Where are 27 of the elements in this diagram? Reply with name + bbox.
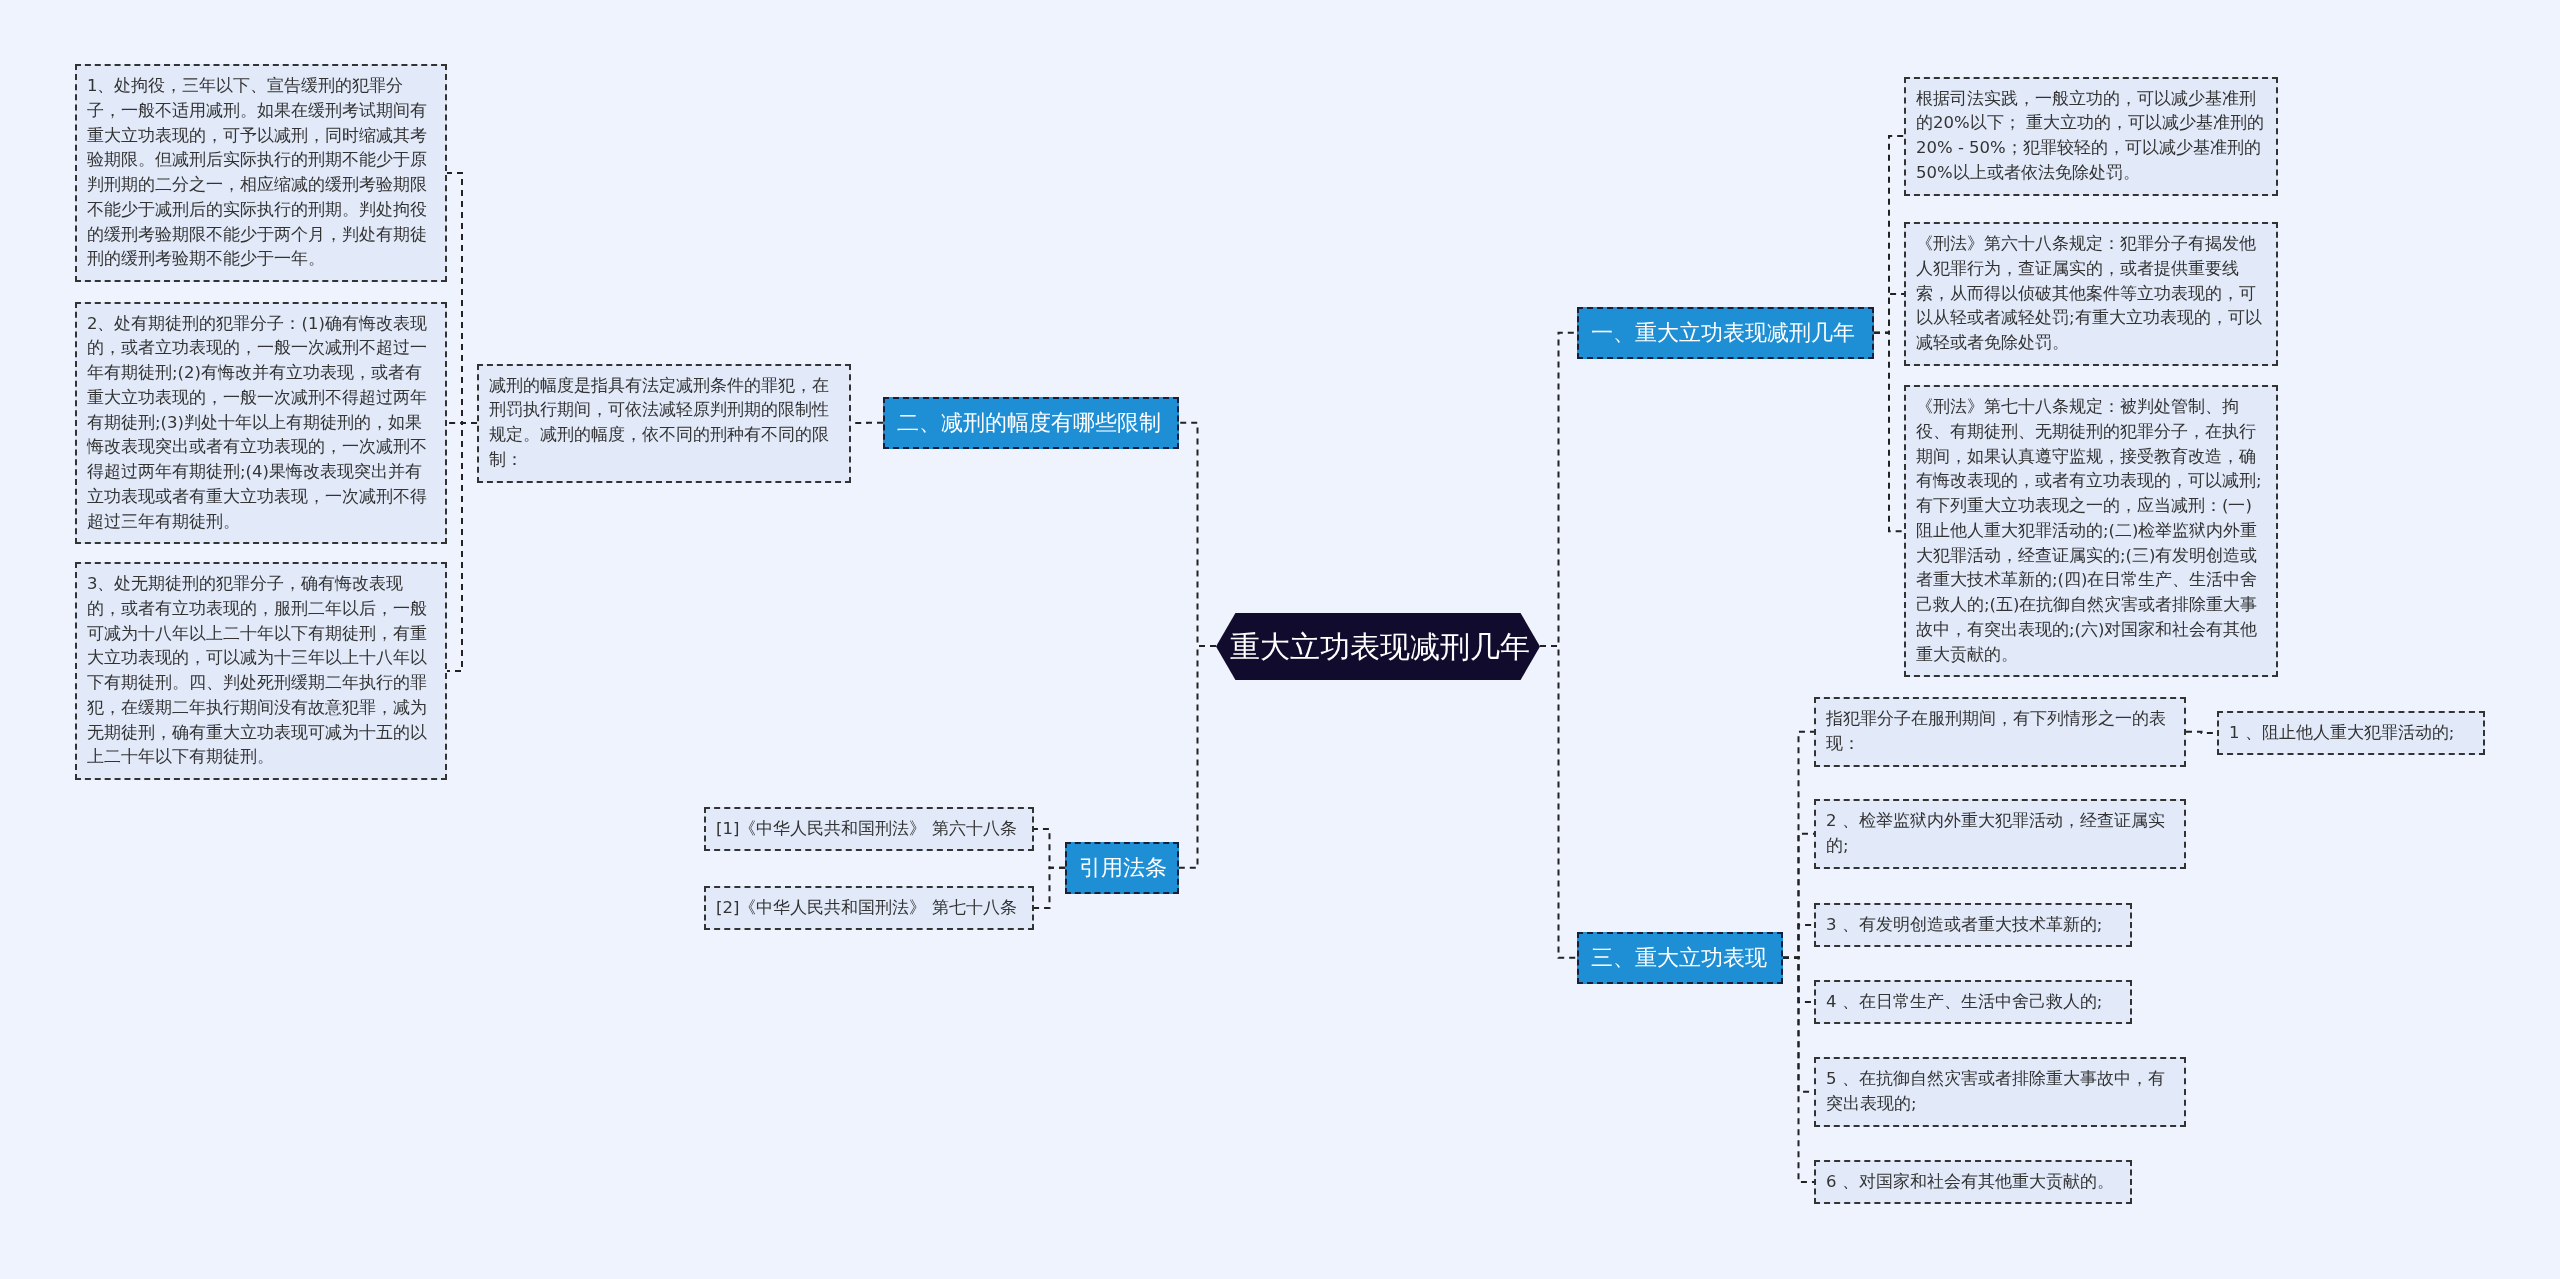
central-topic: 重大立功表现减刑几年 [1216,612,1540,680]
note-box: 2 、检举监狱内外重大犯罪活动，经查证属实的; [1814,799,2186,869]
topic-box: 三、重大立功表现 [1577,931,1783,985]
note-box: 1 、阻止他人重大犯罪活动的; [2217,710,2485,756]
topic-box: 一、重大立功表现减刑几年 [1577,306,1874,360]
topic-box: 二、减刑的幅度有哪些限制 [883,396,1179,450]
note-box: [1]《中华人民共和国刑法》 第六十八条 [704,806,1034,852]
note-box: 根据司法实践，一般立功的，可以减少基准刑的20%以下； 重大立功的，可以减少基准刑的20% - 50%；犯罪较轻的，可以减少基准刑的50%以上或者依法免除处罚。 [1904,76,2278,196]
topic-box: 引用法条 [1065,841,1179,895]
note-box: 减刑的幅度是指具有法定减刑条件的罪犯，在刑罚执行期间，可依法减轻原判刑期的限制性规定。减刑的幅度，依不同的刑种有不同的限制： [477,363,851,483]
note-box: [2]《中华人民共和国刑法》 第七十八条 [704,885,1034,931]
connector [1782,956,1815,1183]
note-box: 4 、在日常生产、生活中舍己救人的; [1814,979,2132,1025]
connector [1539,645,1578,959]
connector [1033,866,1066,909]
note-box: 5 、在抗御自然灾害或者排除重大事故中，有突出表现的; [1814,1057,2186,1127]
connector [446,422,478,672]
connector [1873,331,1905,533]
note-box: 6 、对国家和社会有其他重大贡献的。 [1814,1159,2132,1205]
note-box: 1、处拘役，三年以下、宣告缓刑的犯罪分子，一般不适用减刑。如果在缓刑考试期间有重大立功表现的，可予以减刑，同时缩减其考验期限。但减刑后实际执行的刑期不能少于原判刑期的二分之一，相应缩减的缓刑考验期限不能少于减刑后的实际执行的刑期。判处拘役的缓刑考验期限不能少于两个月，判处有期徒刑的缓刑考验期不能少于一年。 [75,64,447,282]
note-box: 《刑法》第六十八条规定：犯罪分子有揭发他人犯罪行为，查证属实的，或者提供重要线索，从而得以侦破其他案件等立功表现的，可以从轻或者减轻处罚;有重大立功表现的，可以减轻或者免除处罚。 [1904,222,2278,366]
note-box: 《刑法》第七十八条规定：被判处管制、拘役、有期徒刑、无期徒刑的犯罪分子，在执行期间，如果认真遵守监规，接受教育改造，确有悔改表现的，或者有立功表现的，可以减刑;有下列重大立功表现之一的，应当减刑：(一)阻止他人重大犯罪活动的;(二)检举监狱内外重大犯罪活动，经查证属实的;(三)有发明创造或者重大技术革新的;(四)在日常生产、生活中舍己救人的;(五)在抗御自然灾害或者排除重大事故中，有突出表现的;(六)对国家和社会有其他重大贡献的。 [1904,385,2278,678]
note-box: 指犯罪分子在服刑期间，有下列情形之一的表现： [1814,697,2186,767]
note-box: 3 、有发明创造或者重大技术革新的; [1814,902,2132,948]
note-box: 3、处无期徒刑的犯罪分子，确有悔改表现的，或者有立功表现的，服刑二年以后，一般可减为十八年以上二十年以下有期徒刑，有重大立功表现的，可以减为十三年以上十八年以下有期徒刑。四、判处死刑缓期二年执行的罪犯，在缓期二年执行期间没有故意犯罪，减为无期徒刑，确有重大立功表现可减为十五的以上二十年以下有期徒刑。 [75,562,447,780]
connector [1178,645,1217,869]
note-box: 2、处有期徒刑的犯罪分子：(1)确有悔改表现的，或者立功表现的，一般一次减刑不超过一年有期徒刑;(2)有悔改并有立功表现，或者有重大立功表现的，一般一次减刑不得超过两年有期徒刑;(3)判处十年以上有期徒刑的，如果悔改表现突出或者有立功表现的，一次减刑不得超过两年有期徒刑;(4)果悔改表现突出并有立功表现或者有重大立功表现，一次减刑不得超过三年有期徒刑。 [75,301,447,545]
